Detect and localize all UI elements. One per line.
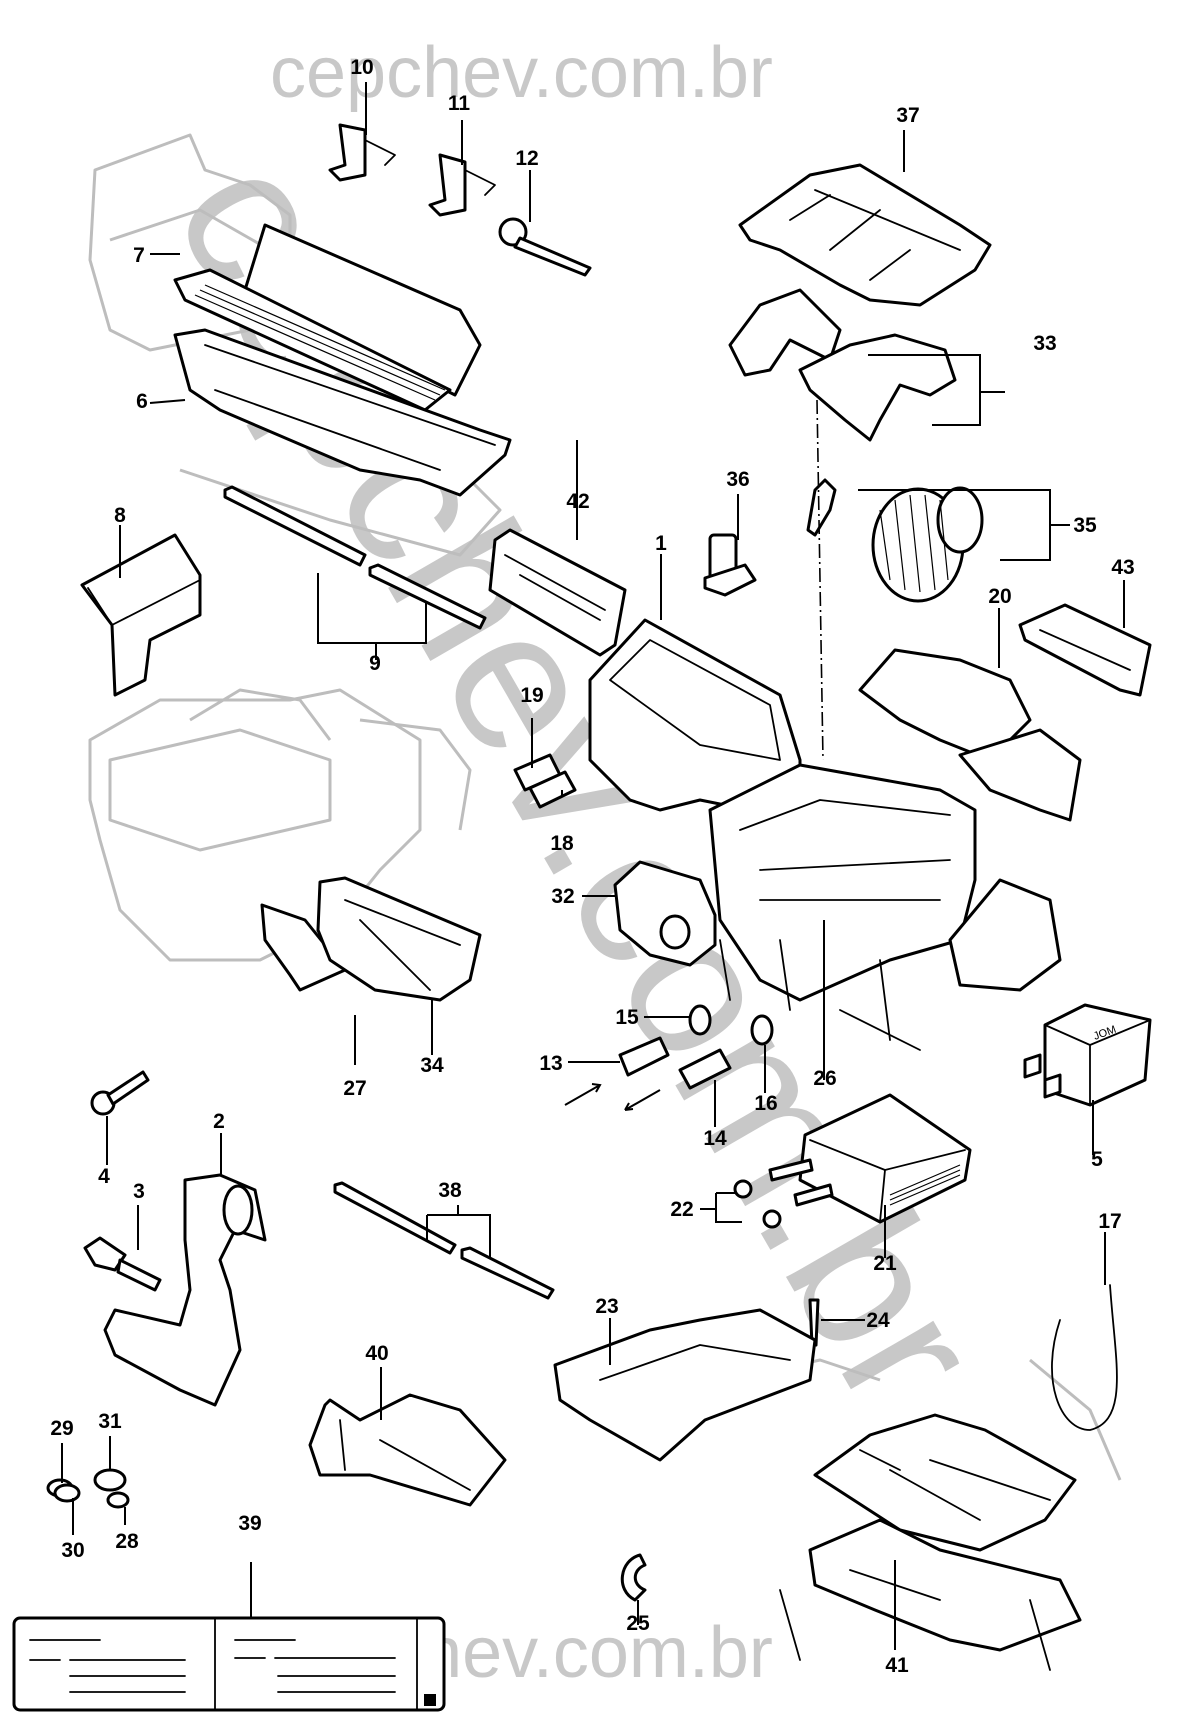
callout-43: 43 [1111,556,1134,579]
callout-39: 39 [238,1512,261,1535]
assembly-axis-line [816,399,824,761]
part-o-rings [46,1468,130,1509]
part-actuator [613,860,717,967]
part-sleeves [513,753,577,809]
part-hoses-clamps [564,1004,774,1111]
part-push-clip [83,1236,162,1292]
part-hvac-housing [588,618,1082,1051]
part-resistor [703,533,757,597]
part-seal-strips-upper [223,485,487,630]
callout-33: 33 [1033,332,1056,355]
part-bolt [90,1070,150,1116]
callout-38: 38 [438,1179,462,1202]
callout-18: 18 [550,832,574,855]
callout-14: 14 [703,1127,727,1150]
callout-1: 1 [655,532,667,555]
callout-29: 29 [50,1417,73,1440]
part-lower-cover [553,1308,817,1462]
part-outlet-frame-left [488,528,627,657]
part-duct-cover [80,533,202,697]
callout-10: 10 [350,56,373,79]
callout-28: 28 [115,1530,139,1553]
callout-22: 22 [670,1198,693,1221]
part-blower-motor [806,478,984,603]
callout-31: 31 [98,1410,122,1433]
callout-23: 23 [595,1295,618,1318]
callout-7: 7 [133,244,145,267]
part-heater-core [768,1093,972,1224]
part-tray-flap [260,876,482,1002]
part-label [12,1616,446,1712]
callout-11: 11 [448,92,471,115]
callout-37: 37 [896,104,919,127]
part-drain-hose [103,1173,267,1407]
callout-5: 5 [1091,1148,1103,1171]
part-relay: JOM [1023,1003,1152,1107]
callout-2: 2 [213,1110,225,1133]
part-blower-housing [728,288,957,442]
callout-30: 30 [61,1539,84,1562]
part-screw-12 [498,217,592,277]
part-seal-strips-lower [333,1181,555,1300]
leader-lines [61,82,1125,1650]
callout-3: 3 [133,1180,145,1203]
callout-24: 24 [866,1309,890,1332]
callouts: 10 11 12 37 7 33 6 36 35 42 8 1 43 20 9 … [50,56,1134,1677]
callout-20: 20 [988,585,1011,608]
part-module-cover [779,1413,1082,1671]
part-outlet-frame-right [1018,603,1152,697]
callout-12: 12 [515,147,538,170]
callout-34: 34 [420,1054,444,1077]
part-grommets [733,1179,782,1229]
part-cabin-filter [173,223,482,412]
part-screw-24 [808,1298,820,1347]
callout-19: 19 [520,684,543,707]
callout-15: 15 [615,1006,639,1029]
callout-36: 36 [726,468,749,491]
part-clip [620,1553,647,1602]
callout-35: 35 [1073,514,1097,537]
callout-25: 25 [626,1612,650,1635]
callout-17: 17 [1098,1210,1121,1233]
callout-32: 32 [551,885,574,908]
callout-26: 26 [813,1067,836,1090]
part-brackets [328,123,496,217]
callout-6: 6 [136,390,148,413]
part-cable-tie [1051,1284,1118,1431]
callout-8: 8 [114,504,126,527]
callout-40: 40 [365,1342,388,1365]
part-filter-housing [173,328,512,497]
callout-9: 9 [369,652,381,675]
callout-42: 42 [566,490,589,513]
part-bracket-40 [308,1393,507,1507]
callout-4: 4 [98,1165,110,1188]
part-cover [738,163,992,307]
callout-16: 16 [754,1092,777,1115]
watermark-top: cepchev.com.br [270,33,773,113]
callout-41: 41 [885,1654,909,1677]
callout-13: 13 [539,1052,562,1075]
callout-27: 27 [343,1077,366,1100]
callout-21: 21 [873,1252,897,1275]
